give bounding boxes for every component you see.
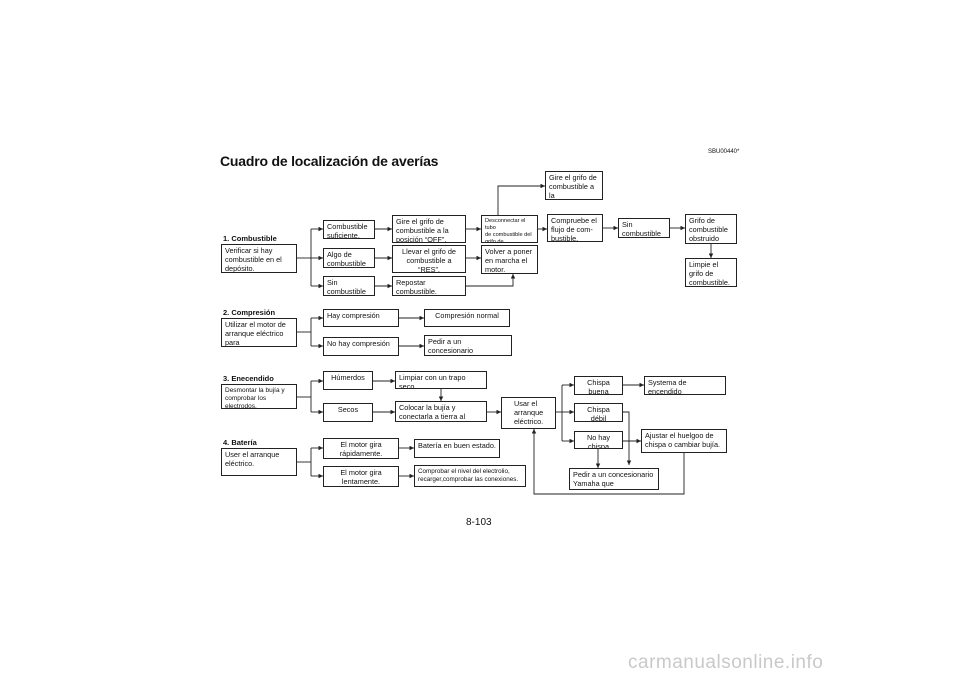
restart-engine-box: Volver a poner en marcha el motor. — [481, 245, 538, 274]
fuel-check-box: Verificar si hay combustible en el depós… — [221, 244, 297, 273]
fuel-none-box: Sin combustible — [323, 276, 375, 296]
refuel-box: Repostar combustible. — [392, 276, 466, 296]
no-spark-box: No hay chispa — [574, 431, 623, 449]
section-heading-compression: 2. Compresión — [223, 308, 276, 317]
fuel-some-box: Algo de combustible — [323, 248, 375, 268]
adjust-gap-box: Ajustar el huelgoo de chispa o cambiar b… — [641, 429, 727, 453]
turn-off-valve-box: Gire el grifo de combustible a la posici… — [392, 215, 466, 243]
has-compression-box: Hay compresión — [323, 309, 399, 327]
page-title: Cuadro de localización de averías — [220, 153, 439, 169]
battery-good-box: Batería en buen estado. — [414, 439, 500, 458]
battery-check-box: User el arranque eléctrico. — [221, 448, 297, 476]
section-heading-battery: 4. Batería — [223, 438, 257, 447]
turn-on-valve-box: Gire el grifo de combustible a la posici… — [545, 171, 603, 200]
engine-turns-slow-box: El motor gira lentamente. — [323, 466, 399, 487]
compression-check-box: Utilizar el motor de arranque eléctrico … — [221, 318, 297, 347]
fuel-enough-box: Combustible suficiente. — [323, 220, 375, 239]
ignition-check-box: Desmontar la bujía y comprobar los elect… — [221, 384, 297, 409]
clean-valve-box: Limpie el grifo de combustible. — [685, 258, 737, 287]
wipe-plug-box: Limpiar con un trapo seco. — [395, 371, 487, 389]
disconnect-hose-box: Desconnectar el tubo de combustible del … — [481, 215, 538, 243]
ignition-dealer-box: Pedir a un concesionario Yamaha que insp… — [569, 468, 659, 490]
plug-wet-box: Húmerdos — [323, 371, 373, 390]
check-electrolyte-box: Comprobar el nivel del electrolio, recar… — [414, 465, 526, 487]
no-fuel-flow-box: Sin combustible — [618, 218, 670, 238]
turn-valve-res-box: Llevar el grifo de combustible a “RES”. — [392, 245, 466, 273]
section-heading-ignition: 3. Enecendido — [223, 374, 274, 383]
compression-dealer-box: Pedir a un concesionario Yamaha que insp… — [424, 335, 512, 356]
use-electric-starter-box: Usar el arranque eléctrico. — [501, 397, 556, 429]
compression-normal-box: Compresión normal — [424, 309, 510, 327]
watermark: carmanualsonline.info — [628, 652, 824, 673]
no-compression-box: No hay compresión — [323, 337, 399, 356]
spark-weak-box: Chispa débil — [574, 403, 623, 422]
page-number: 8-103 — [466, 517, 492, 528]
document-code: SBU00440* — [708, 149, 740, 155]
engine-turns-fast-box: El motor gira rápidamente. — [323, 438, 399, 459]
section-heading-fuel: 1. Combustible — [223, 234, 277, 243]
spark-good-box: Chispa buena — [574, 376, 623, 395]
check-fuel-flow-box: Compruebe el flujo de com- bustible. — [547, 214, 603, 242]
valve-clogged-box: Grifo de combustible obstruido — [685, 214, 737, 244]
ignition-system-normal-box: Systema de encendido normal — [644, 376, 726, 395]
ground-plug-box: Colocar la bujía y conectarla a tierra a… — [395, 401, 487, 422]
plug-dry-box: Secos — [323, 403, 373, 422]
